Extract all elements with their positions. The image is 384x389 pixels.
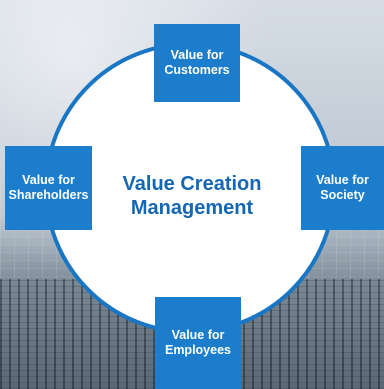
box-line2: Employees [164,343,231,357]
box-line1: Value for [316,173,369,187]
box-line2: Shareholders [8,188,89,202]
center-title-line1: Value Creation [122,173,262,195]
box-line1: Value for [170,48,224,62]
center-title-line2: Management [130,197,254,219]
value-for-customers-box: Value for Customers [154,24,240,102]
box-line2: Society [320,188,365,202]
box-line1: Value for [22,173,75,187]
box-line1: Value for [171,328,225,342]
value-for-shareholders-box: Value for Shareholders [5,146,92,230]
box-line2: Customers [164,63,230,77]
center-title: Value Creation Management [104,172,280,220]
value-for-employees-box: Value for Employees [155,297,241,389]
value-for-society-box: Value for Society [301,146,384,230]
